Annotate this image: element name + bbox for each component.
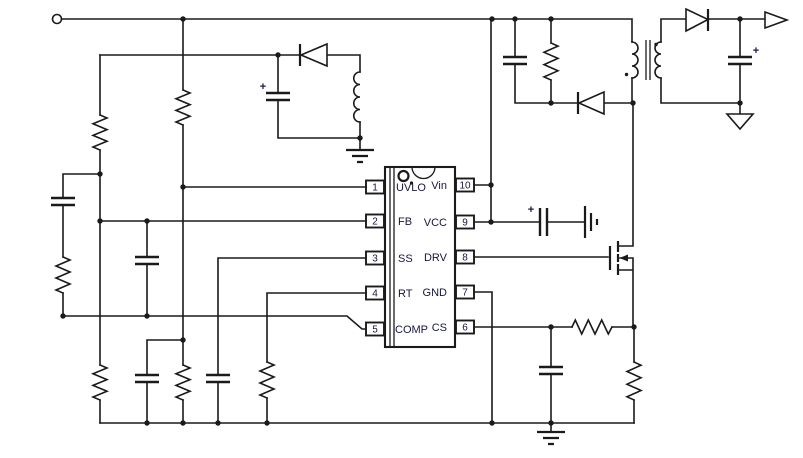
pin-number: 9	[462, 218, 468, 229]
phase-dot-icon	[654, 42, 658, 47]
resistor-icon	[173, 88, 193, 127]
pin-number: 5	[372, 325, 378, 336]
pin-label: Vin	[431, 180, 447, 192]
pin-number: 8	[462, 253, 468, 264]
pin-box	[455, 177, 475, 193]
mosfet-arrow-icon	[619, 254, 628, 262]
pin-box	[365, 179, 385, 195]
ground-icon	[346, 148, 374, 164]
compensation-rc-branch	[51, 173, 101, 317]
secondary-winding-icon	[654, 41, 662, 79]
pin-number: 7	[462, 288, 468, 299]
core-icon	[645, 40, 651, 80]
primary-winding-icon	[631, 41, 639, 79]
secondary-output-circuit: +	[660, 7, 790, 131]
pin-number: 1	[372, 183, 378, 194]
pin-number: 6	[462, 323, 468, 334]
pin1-indicator-icon	[397, 169, 410, 183]
pin-label: VCC	[424, 217, 447, 229]
pin-number: 3	[372, 254, 378, 265]
pin-number: 2	[372, 217, 378, 228]
pin-number: 10	[459, 181, 471, 192]
pin-box	[455, 284, 475, 300]
capacitor-icon	[206, 373, 230, 384]
resistor-icon	[542, 41, 560, 82]
vcc-capacitor: +	[528, 204, 549, 236]
pin-box	[365, 250, 385, 266]
pin-label: COMP	[395, 324, 428, 336]
polarity-plus: +	[753, 45, 759, 57]
main-ground	[537, 422, 565, 446]
pin1-dot-icon	[409, 181, 414, 185]
inductor-icon	[352, 71, 361, 123]
pin-label: GND	[423, 287, 448, 299]
gnd-pin-wire	[473, 291, 493, 424]
resistor-icon	[570, 318, 614, 336]
polarity-plus: +	[260, 81, 266, 93]
polarity-plus: +	[528, 204, 534, 216]
transformer	[624, 40, 662, 104]
resistor-icon	[90, 113, 110, 152]
rcd-snubber	[503, 18, 634, 116]
capacitor-icon	[135, 255, 159, 266]
ic-left-pins: 1 2 3 4 5 UVLO FB SS RT COMP	[365, 179, 428, 337]
top-rail-wire	[60, 18, 633, 43]
output-ground	[725, 102, 755, 131]
ground-icon	[537, 430, 565, 446]
diode-icon	[576, 90, 605, 116]
soft-start-branch	[206, 257, 367, 424]
ic-right-pins: 10 9 8 7 6 Vin VCC DRV GND CS	[423, 177, 475, 335]
pin-label: FB	[398, 216, 412, 228]
mosfet-circuit	[473, 102, 634, 328]
rt-branch	[257, 292, 367, 424]
ground-triangle-icon	[725, 113, 755, 131]
capacitor-icon: +	[728, 45, 759, 66]
controller-ic: 1 2 3 4 5 UVLO FB SS RT COMP 10 9 8 7 6 …	[365, 165, 475, 349]
pin-box	[365, 321, 385, 337]
junction-dots	[60, 16, 743, 426]
vin-vcc-connections: +	[473, 18, 599, 238]
aux-rectifier-circuit: +	[99, 42, 374, 164]
pin-label: DRV	[424, 252, 448, 264]
capacitor-icon	[135, 373, 159, 384]
nmos-icon	[608, 102, 634, 328]
ic-body	[383, 165, 457, 349]
resistor-icon	[257, 360, 277, 400]
input-terminal-circle-icon	[51, 13, 63, 25]
ic-edge-lines	[389, 167, 395, 347]
pin-box	[365, 285, 385, 301]
pin-box	[455, 249, 475, 265]
capacitor-icon	[503, 55, 527, 66]
capacitor-icon	[51, 196, 75, 207]
resistor-icon	[625, 360, 643, 402]
resistor-icon	[90, 363, 110, 402]
fb-divider	[90, 54, 110, 424]
pin-box	[455, 214, 475, 230]
pin-box	[365, 213, 385, 229]
current-sense-network	[473, 318, 643, 424]
capacitor-icon	[539, 365, 563, 376]
resistor-icon	[53, 255, 73, 295]
output-arrow-icon	[764, 10, 790, 30]
diode-icon	[298, 42, 328, 68]
capacitor-icon: +	[260, 81, 290, 102]
resistor-icon	[173, 363, 193, 402]
pin-box	[455, 319, 475, 335]
diode-icon	[685, 7, 710, 33]
pin-label: RT	[398, 288, 413, 300]
ic-notch-icon	[411, 166, 436, 180]
phase-dot-icon	[624, 72, 629, 77]
pin-label: CS	[432, 322, 447, 334]
input-terminal	[51, 13, 63, 25]
pin-number: 4	[372, 289, 378, 300]
pin-label: SS	[398, 253, 413, 265]
comp-wire	[62, 315, 367, 330]
uvlo-node-cap-branch	[135, 339, 184, 424]
pin-label: UVLO	[396, 182, 426, 194]
ground-sideways-icon	[583, 206, 599, 238]
compensation-cap-branch	[135, 220, 159, 317]
